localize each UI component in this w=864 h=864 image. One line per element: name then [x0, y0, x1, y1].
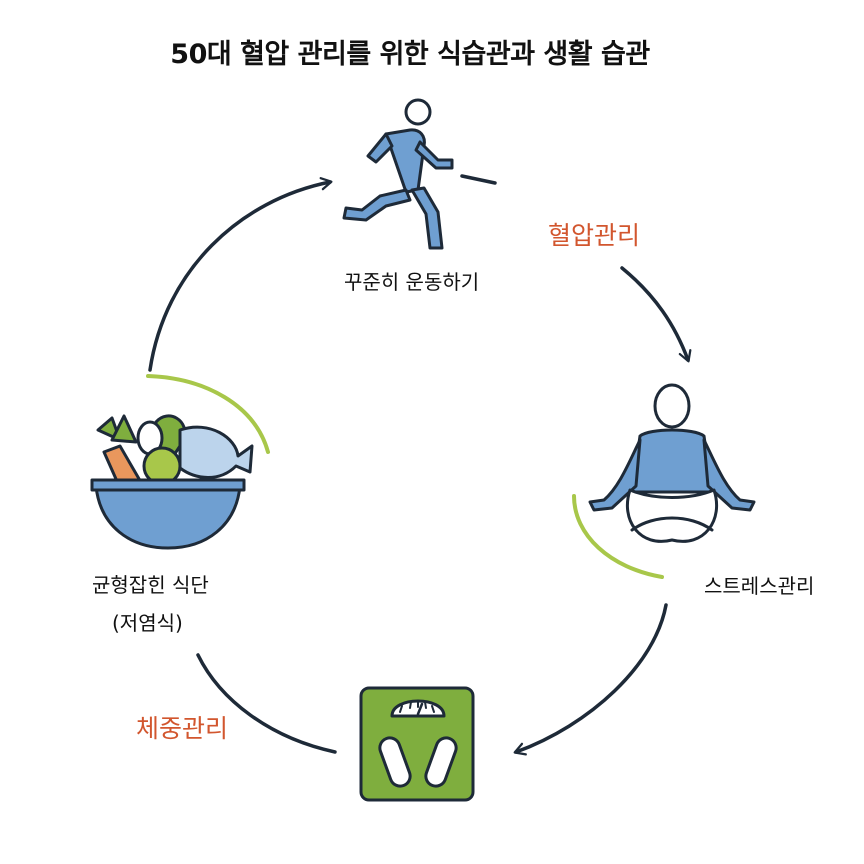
diagram-title: 50대 혈압 관리를 위한 식습관과 생활 습관: [170, 39, 650, 70]
edge-label-bp: 혈압관리: [548, 221, 641, 250]
running-person-icon: [342, 98, 454, 250]
edge-label-weight: 체중관리: [136, 714, 229, 743]
meditation-person-icon: [588, 383, 756, 543]
diet-highlight-arc: [146, 374, 270, 454]
bathroom-scale-icon: [359, 686, 475, 802]
arrow-exercise-to-stress: [620, 266, 692, 363]
arrow-exercise-dash: [460, 174, 497, 185]
arrow-weight-to-diet: [196, 653, 337, 754]
node-label-diet-line1: 균형잡힌 식단: [92, 573, 209, 597]
stress-highlight-arc: [572, 494, 664, 579]
node-label-exercise: 꾸준히 운동하기: [344, 270, 480, 294]
vegetable-bowl-icon: [90, 414, 254, 550]
arrow-stress-to-weight: [513, 603, 668, 756]
arrow-diet-to-exercise: [148, 177, 333, 372]
node-label-diet-line2: (저염식): [112, 611, 183, 635]
node-label-stress: 스트레스관리: [704, 574, 815, 598]
